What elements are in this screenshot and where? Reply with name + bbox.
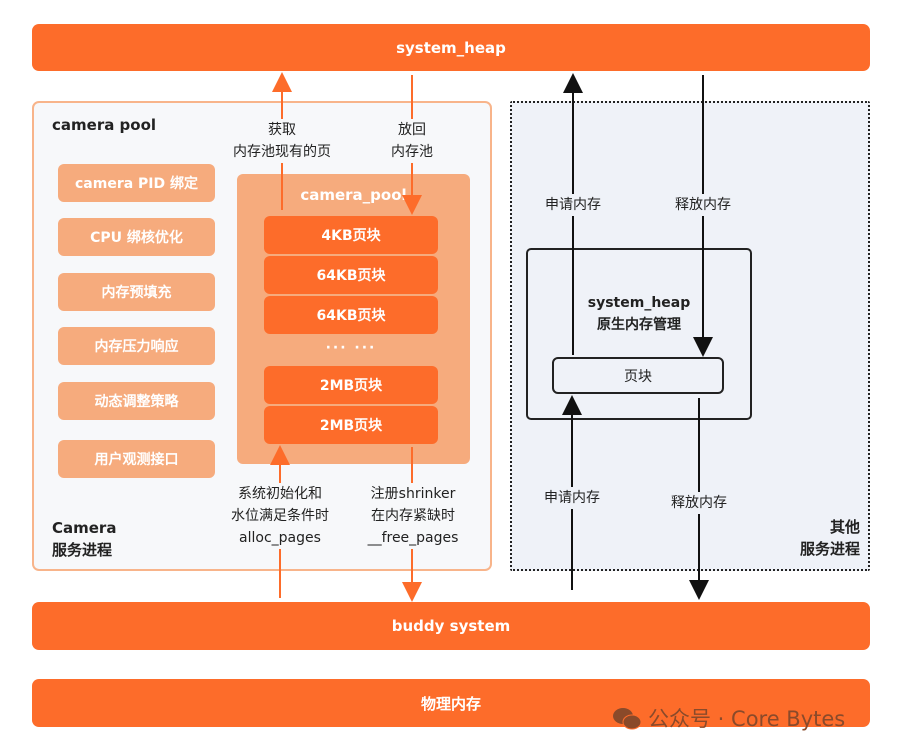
feature-pid-binding: camera PID 绑定 — [58, 164, 215, 202]
label-line: 系统初始化和 — [238, 486, 322, 502]
block-ellipsis: ··· ··· — [325, 340, 377, 356]
label-line: 获取 — [268, 122, 296, 138]
label-line: system_heap — [587, 295, 691, 311]
feature-dynamic-policy: 动态调整策略 — [58, 382, 215, 420]
feature-label: 动态调整策略 — [94, 394, 179, 410]
feature-label: 内存压力响应 — [94, 339, 179, 355]
block-label: 64KB页块 — [316, 308, 386, 324]
system-heap-bar: system_heap — [32, 24, 870, 71]
return-label: 放回 内存池 — [382, 119, 442, 163]
feature-pressure-response: 内存压力响应 — [58, 327, 215, 365]
physical-memory-label: 物理内存 — [420, 694, 481, 713]
buddy-system-label: buddy system — [391, 617, 511, 635]
physical-memory-bar: 物理内存 — [32, 679, 870, 727]
label-line: Camera — [52, 519, 117, 537]
label-line: 在内存紧缺时 — [371, 508, 455, 524]
label-line: 内存池现有的页 — [233, 144, 331, 160]
block-label: 4KB页块 — [321, 228, 381, 244]
page-block-2mb: 2MB页块 — [264, 366, 438, 404]
block-label: 2MB页块 — [319, 418, 383, 434]
camera-pool-title: camera pool — [52, 116, 157, 134]
label-line: 注册shrinker — [370, 486, 456, 502]
release-bottom-label: 释放内存 — [663, 492, 735, 514]
label-line: alloc_pages — [239, 530, 321, 546]
page-block-4kb: 4KB页块 — [264, 216, 438, 254]
watermark-text: 公众号 · Core Bytes — [648, 707, 846, 731]
label-line: 放回 — [398, 122, 426, 138]
native-heap-title: system_heap 原生内存管理 — [526, 292, 752, 336]
camera-process-label: Camera 服务进程 — [52, 517, 116, 561]
feature-label: 用户观测接口 — [94, 452, 179, 468]
label-line: 服务进程 — [52, 541, 113, 559]
request-bottom-label: 申请内存 — [537, 487, 607, 509]
release-top-label: 释放内存 — [667, 194, 739, 216]
page-block-64kb: 64KB页块 — [264, 296, 438, 334]
page-block: 页块 — [552, 357, 724, 394]
buddy-system-bar: buddy system — [32, 602, 870, 650]
free-pages-label: 注册shrinker 在内存紧缺时 __free_pages — [358, 483, 468, 549]
page-block-64kb: 64KB页块 — [264, 256, 438, 294]
other-process-label: 其他 服务进程 — [780, 516, 860, 560]
camera-pool-container-title: camera_pool — [300, 186, 407, 204]
feature-prefill: 内存预填充 — [58, 273, 215, 311]
feature-user-observe: 用户观测接口 — [58, 440, 215, 478]
watermark: 公众号 · Core Bytes — [612, 703, 845, 733]
block-label: 页块 — [624, 368, 652, 385]
feature-label: 内存预填充 — [101, 285, 172, 301]
page-block-2mb: 2MB页块 — [264, 406, 438, 444]
label-line: 其他 — [829, 518, 860, 536]
feature-label: camera PID 绑定 — [74, 176, 199, 192]
block-label: 64KB页块 — [316, 268, 386, 284]
label-line: 服务进程 — [799, 540, 860, 558]
request-top-label: 申请内存 — [538, 194, 608, 216]
label-line: __free_pages — [367, 530, 459, 546]
system-heap-label: system_heap — [396, 38, 506, 57]
acquire-label: 获取 内存池现有的页 — [222, 119, 342, 163]
feature-cpu-affinity: CPU 绑核优化 — [58, 218, 215, 256]
label-line: 水位满足条件时 — [231, 508, 329, 524]
label-line: 原生内存管理 — [597, 317, 681, 333]
block-label: 2MB页块 — [319, 378, 383, 394]
wechat-icon — [612, 707, 642, 730]
feature-label: CPU 绑核优化 — [90, 230, 183, 246]
label-line: 内存池 — [391, 144, 433, 160]
alloc-pages-label: 系统初始化和 水位满足条件时 alloc_pages — [222, 483, 338, 549]
